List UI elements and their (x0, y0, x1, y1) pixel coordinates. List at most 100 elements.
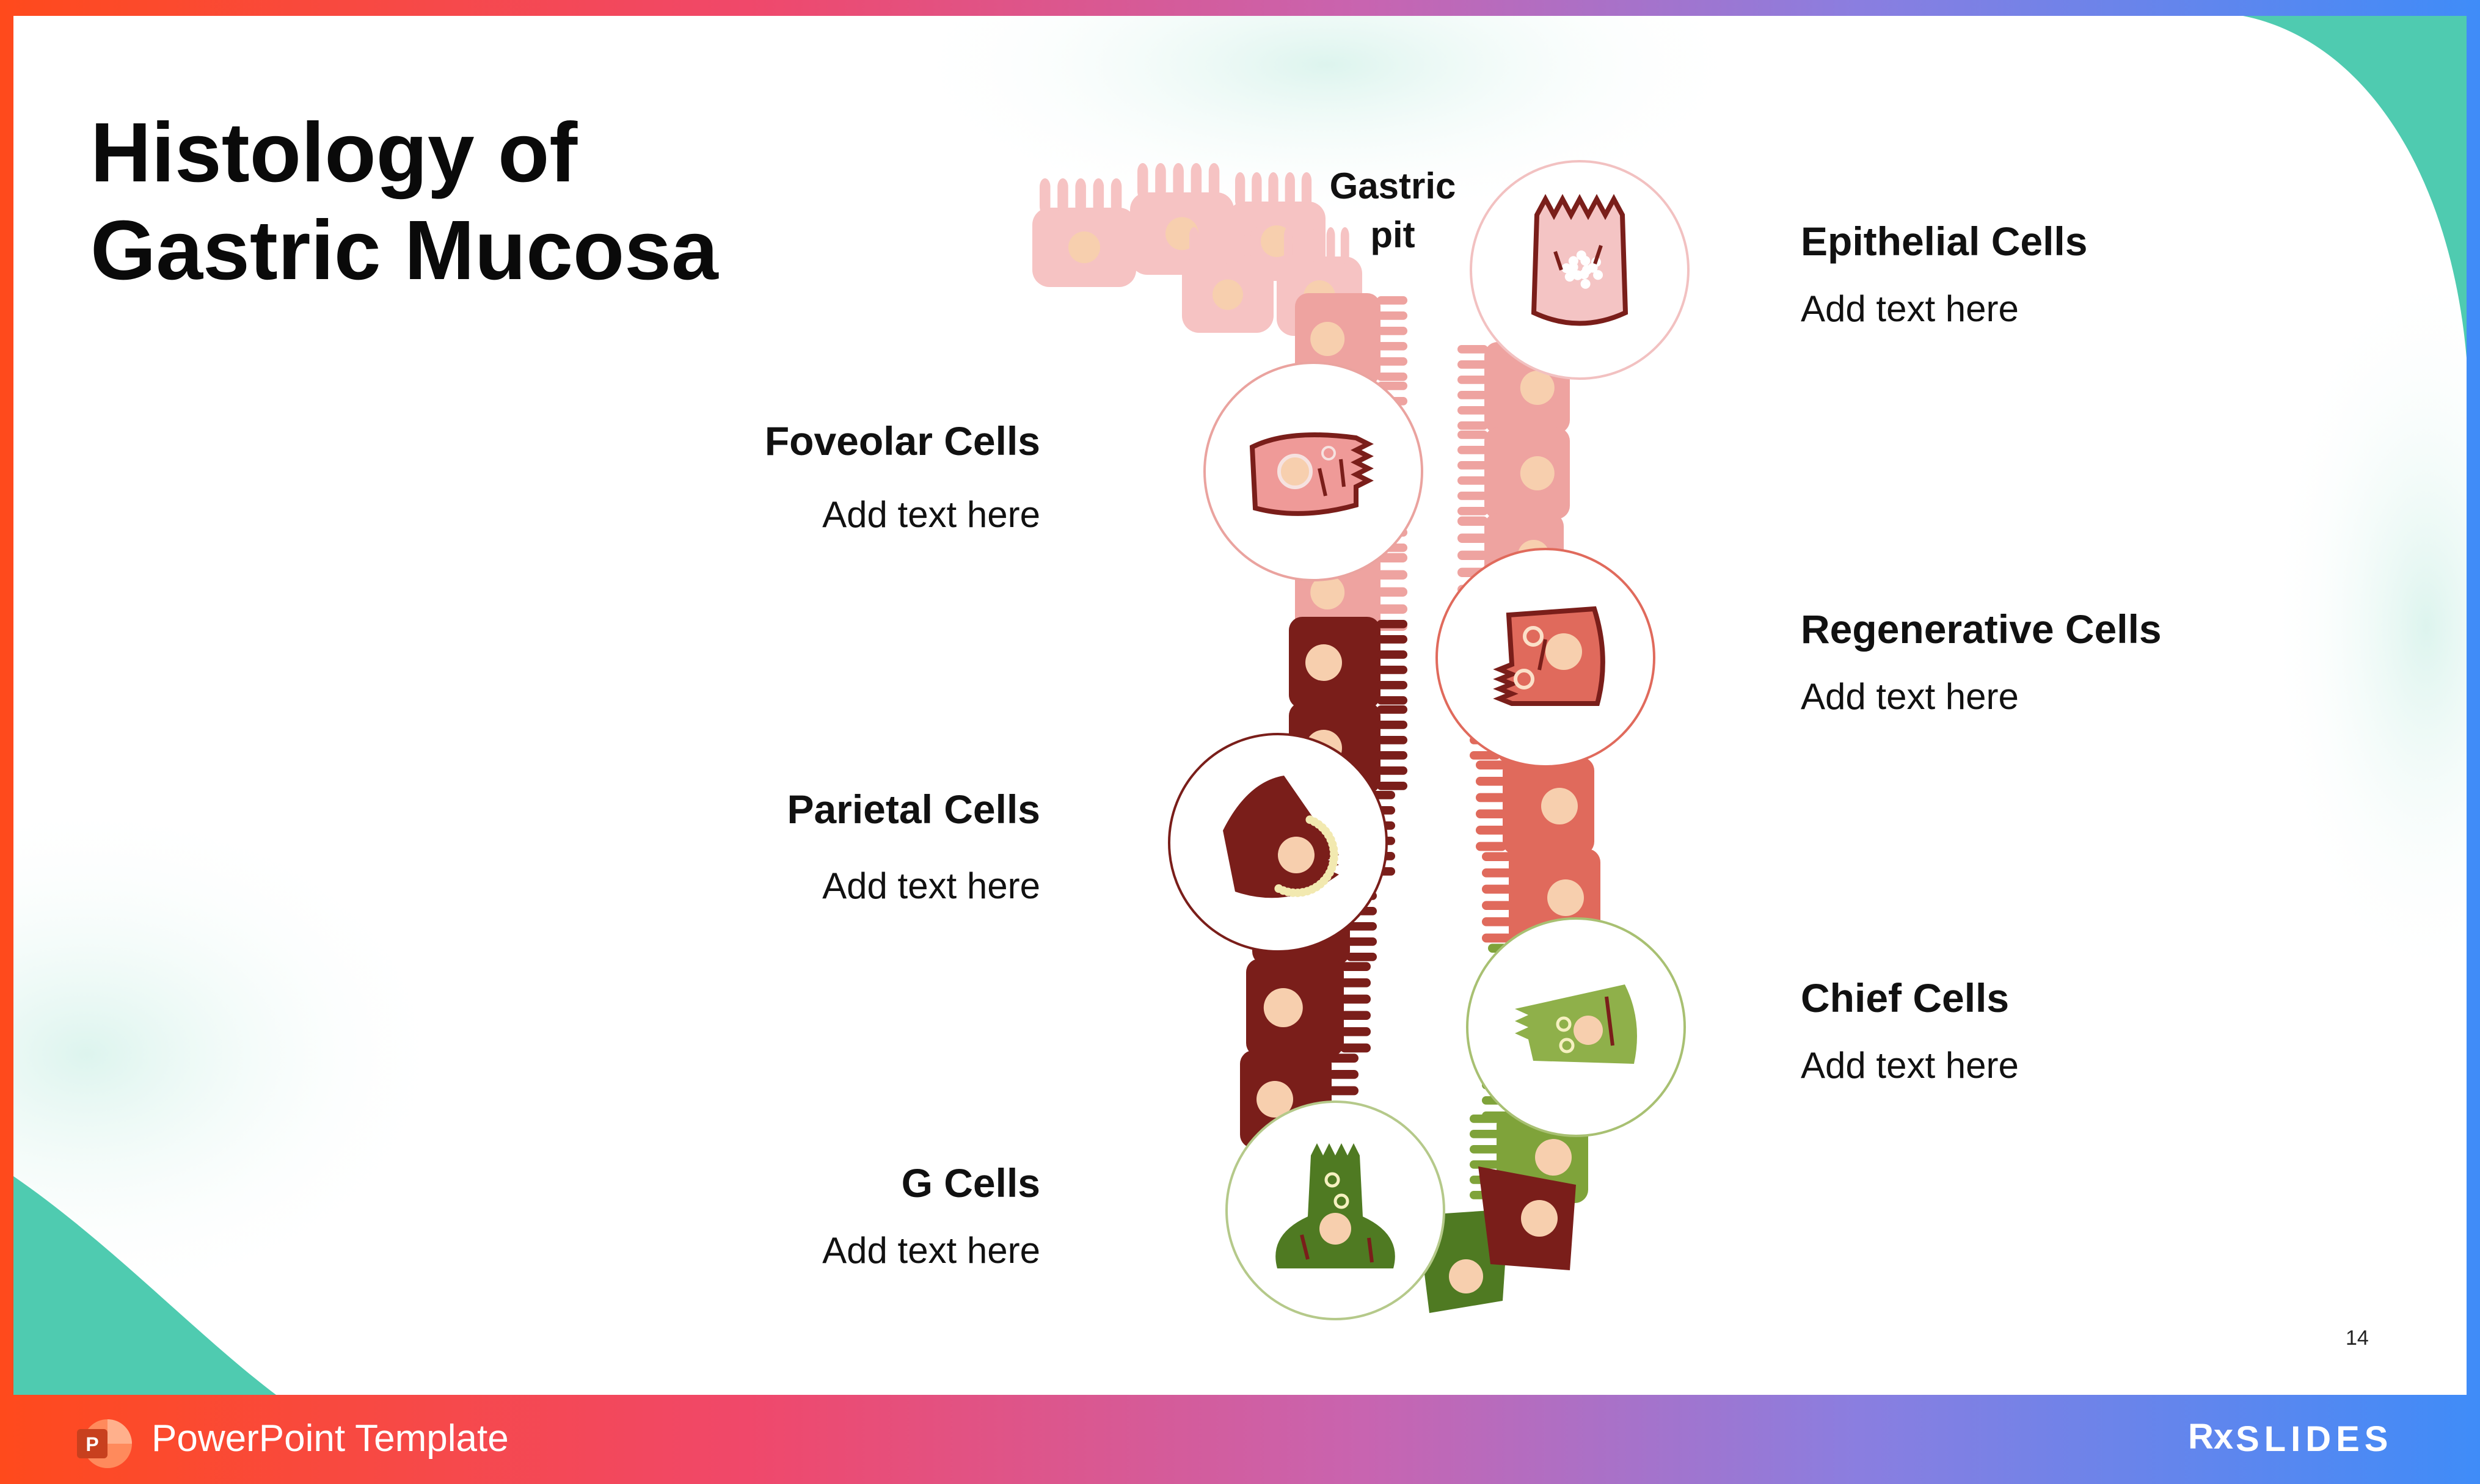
microvillus (1377, 681, 1407, 689)
microvillus (1340, 1027, 1371, 1036)
surface-microvillus (1075, 178, 1086, 215)
microvillus (1377, 357, 1407, 366)
microvillus (1457, 360, 1488, 369)
organelle (1300, 1234, 1310, 1260)
microvillus (1377, 342, 1407, 351)
cell-nucleus (1256, 1081, 1293, 1118)
surface-microvillus (1284, 227, 1293, 264)
surface-microvillus (1268, 172, 1278, 209)
surface-microvillus (1093, 178, 1104, 215)
microvillus (1457, 476, 1488, 485)
vesicle (1556, 1016, 1572, 1032)
microvillus (1377, 553, 1407, 562)
vesicle (1321, 446, 1336, 460)
microvillus (1482, 868, 1512, 878)
cell-nucleus (1541, 788, 1578, 824)
microvillus (1377, 620, 1407, 628)
vesicle (1514, 669, 1534, 689)
cell-nucleus (1574, 1016, 1603, 1045)
slide-background (13, 16, 2467, 1395)
organelle (1605, 996, 1614, 1046)
microvillus (1377, 311, 1407, 320)
surface-microvillus (1301, 172, 1312, 209)
surface-microvillus (1250, 227, 1260, 264)
cell-icon-circles (1168, 160, 1690, 1320)
wall-cell (1457, 427, 1570, 519)
text-chief-cells: Add text here (1801, 1045, 2019, 1086)
microvillus (1377, 635, 1407, 644)
microvillus (1457, 421, 1488, 430)
label-foveolar-cells: Foveolar Cells (764, 418, 1040, 464)
surface-microvillus (1298, 227, 1307, 264)
brand-logo-text: SLIDES (2236, 1419, 2393, 1459)
microvillus (1340, 994, 1371, 1004)
surface-cell (1182, 227, 1274, 333)
microvillus (1457, 446, 1488, 454)
cell-nucleus (1319, 1213, 1351, 1245)
organelle (1593, 245, 1603, 264)
microvillus (1377, 587, 1407, 597)
powerpoint-icon: P (77, 1419, 132, 1468)
cell-nucleus (1520, 456, 1555, 490)
microvillus (1457, 492, 1488, 500)
granule (1580, 256, 1591, 266)
mist-left (13, 798, 453, 1311)
mist-right (2267, 260, 2467, 993)
text-foveolar-cells: Add text here (822, 494, 1040, 535)
microvillus (1377, 666, 1407, 674)
microvillus (1328, 1053, 1359, 1063)
text-parietal-cells: Add text here (822, 865, 1040, 906)
microvillus (1328, 1086, 1359, 1096)
microvillus (1377, 751, 1407, 760)
microvillus (1457, 376, 1488, 384)
cell-nucleus (1547, 879, 1584, 916)
epithelial-cell-icon (1470, 160, 1690, 380)
surface-microvillus (1057, 178, 1068, 215)
microvillus (1457, 461, 1488, 470)
cell-nucleus (1310, 322, 1345, 356)
microvillus (1470, 1115, 1500, 1123)
cell-nucleus (1278, 837, 1315, 873)
surface-microvillus (1340, 227, 1349, 264)
cell-nucleus (1535, 1139, 1572, 1176)
microvillus (1476, 809, 1506, 818)
granule (1588, 263, 1598, 273)
text-regenerative-cells: Add text here (1801, 676, 2019, 717)
microvillus (1470, 1145, 1500, 1154)
microvillus (1457, 431, 1488, 439)
microvillus (1457, 533, 1488, 543)
gastric-pit-line-1: Gastric (1329, 165, 1456, 206)
text-epithelial-cells: Add text here (1801, 288, 2019, 329)
footer-template-label: PowerPoint Template (151, 1417, 509, 1460)
foveolar-cell-icon (1203, 362, 1423, 581)
microvillus (1457, 507, 1488, 515)
microvillus (1476, 793, 1506, 802)
microvillus (1377, 327, 1407, 335)
microvillus (1476, 842, 1506, 851)
gastric-pit-label: Gastric pit (1301, 162, 1484, 260)
microvillus (1457, 391, 1488, 399)
microvillus (1346, 937, 1377, 946)
microvillus (1482, 933, 1512, 943)
microvillus (1482, 917, 1512, 926)
microvillus (1340, 1011, 1371, 1020)
microvillus (1476, 826, 1506, 835)
cell-nucleus (1068, 231, 1100, 263)
surface-microvillus (1173, 163, 1184, 200)
microvillus (1340, 962, 1371, 971)
microvillus (1377, 736, 1407, 744)
microvillus (1476, 760, 1506, 769)
surface-microvillus (1285, 172, 1295, 209)
microvillus (1482, 852, 1512, 861)
label-parietal-cells: Parietal Cells (787, 787, 1040, 832)
microvillus (1476, 777, 1506, 786)
cell-body (1223, 776, 1339, 898)
label-regenerative-cells: Regenerative Cells (1801, 606, 2162, 652)
organelle (1367, 1237, 1374, 1263)
cell-body (1531, 194, 1628, 326)
microvillus (1328, 1070, 1359, 1079)
cell-nucleus (1263, 988, 1303, 1027)
surface-microvillus (1040, 178, 1051, 215)
